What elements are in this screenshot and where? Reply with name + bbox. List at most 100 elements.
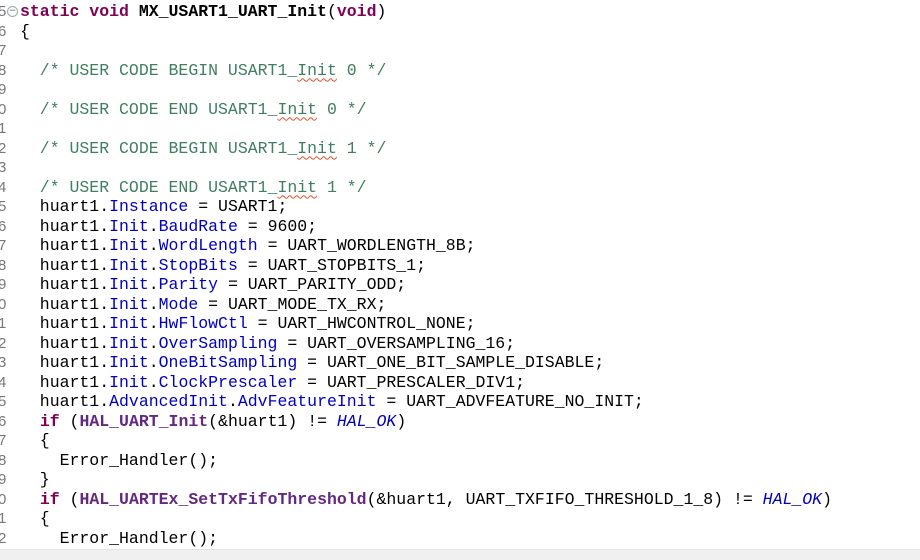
line-number: 4 bbox=[0, 178, 7, 196]
code-line[interactable]: 0 huart1.Init.Mode = UART_MODE_TX_RX; bbox=[0, 295, 920, 315]
code-line[interactable]: 9 huart1.Init.Parity = UART_PARITY_ODD; bbox=[0, 275, 920, 295]
code-line[interactable]: 3 bbox=[0, 158, 920, 178]
code-content: huart1.AdvancedInit.AdvFeatureInit = UAR… bbox=[20, 392, 644, 412]
code-line[interactable]: 4 /* USER CODE END USART1_Init 1 */ bbox=[0, 178, 920, 198]
code-text: = UART_ONE_BIT_SAMPLE_DISABLE; bbox=[297, 353, 605, 372]
line-number: 7 bbox=[0, 42, 7, 59]
code-line[interactable]: 8 Error_Handler(); bbox=[0, 451, 920, 471]
field-name: HwFlowCtl bbox=[158, 314, 248, 333]
code-text: { bbox=[20, 509, 50, 528]
code-text: = UART_STOPBITS_1; bbox=[237, 255, 426, 275]
field-name: ClockPrescaler bbox=[158, 372, 298, 392]
code-text: (&huart1, UART_TXFIFO_THRESHOLD_1_8) != bbox=[366, 489, 763, 509]
field-name: OverSampling bbox=[158, 333, 278, 353]
code-content: huart1.Init.OneBitSampling = UART_ONE_BI… bbox=[20, 353, 604, 373]
line-number: 0 bbox=[0, 295, 7, 313]
code-line[interactable]: 6{ bbox=[0, 22, 920, 42]
line-number: 8 bbox=[0, 61, 7, 79]
code-line[interactable]: 5 huart1.AdvancedInit.AdvFeatureInit = U… bbox=[0, 392, 920, 412]
field-name: Init bbox=[109, 236, 149, 255]
field-name: Init bbox=[109, 372, 149, 392]
horizontal-scrollbar[interactable] bbox=[0, 549, 920, 560]
code-text: . bbox=[148, 255, 159, 275]
fold-collapse-icon[interactable]: − bbox=[7, 6, 18, 17]
code-content: { bbox=[20, 509, 50, 529]
comment: 0 */ bbox=[336, 60, 387, 80]
code-line[interactable]: 6 if (HAL_UART_Init(&huart1) != HAL_OK) bbox=[0, 412, 920, 432]
code-line[interactable]: 2 Error_Handler(); bbox=[0, 529, 920, 549]
code-text: = UART_HWCONTROL_NONE; bbox=[247, 314, 476, 333]
code-line[interactable]: 8 huart1.Init.StopBits = UART_STOPBITS_1… bbox=[0, 256, 920, 276]
code-text: huart1. bbox=[20, 216, 110, 236]
code-line[interactable]: 2 /* USER CODE BEGIN USART1_Init 1 */ bbox=[0, 139, 920, 159]
code-content: Error_Handler(); bbox=[20, 451, 218, 471]
code-text: . bbox=[148, 314, 159, 333]
line-number: 0 bbox=[0, 490, 7, 508]
code-text: . bbox=[227, 392, 238, 411]
line-number: 4 bbox=[0, 373, 7, 391]
constant: HAL_OK bbox=[762, 489, 823, 509]
code-text: = UART_PARITY_ODD; bbox=[218, 275, 407, 294]
code-text: = USART1; bbox=[188, 197, 288, 216]
code-line[interactable]: 9 bbox=[0, 80, 920, 100]
code-line[interactable]: 6 huart1.Init.BaudRate = 9600; bbox=[0, 217, 920, 237]
line-number: 1 bbox=[0, 315, 7, 332]
code-text: = UART_WORDLENGTH_8B; bbox=[257, 236, 476, 255]
line-number: 0 bbox=[0, 100, 7, 118]
line-number: 5 bbox=[0, 393, 7, 410]
line-number: 8 bbox=[0, 451, 7, 469]
code-line[interactable]: 2 huart1.Init.OverSampling = UART_OVERSA… bbox=[0, 334, 920, 354]
comment: 0 */ bbox=[317, 99, 367, 119]
code-text: } bbox=[20, 470, 50, 489]
code-line[interactable]: 5 huart1.Instance = USART1; bbox=[0, 197, 920, 217]
code-text: huart1. bbox=[20, 236, 110, 255]
code-content: /* USER CODE BEGIN USART1_Init 0 */ bbox=[20, 60, 387, 81]
line-number: 2 bbox=[0, 139, 7, 157]
line-number: 6 bbox=[0, 412, 7, 430]
code-content: huart1.Init.ClockPrescaler = UART_PRESCA… bbox=[20, 373, 525, 393]
misspelled-word: Init bbox=[297, 60, 337, 80]
comment: /* USER CODE BEGIN USART1_ bbox=[20, 60, 298, 80]
code-line[interactable]: 8 /* USER CODE BEGIN USART1_Init 0 */ bbox=[0, 61, 920, 81]
comment: /* USER CODE END USART1_ bbox=[20, 99, 278, 119]
code-text: . bbox=[148, 294, 159, 314]
comment: /* USER CODE BEGIN USART1_ bbox=[20, 138, 298, 158]
field-name: OneBitSampling bbox=[158, 353, 298, 372]
line-number: 5 bbox=[0, 3, 7, 20]
line-number: 1 bbox=[0, 120, 7, 137]
code-line[interactable]: 9 } bbox=[0, 470, 920, 490]
code-line[interactable]: 0 if (HAL_UARTEx_SetTxFifoThreshold(&hua… bbox=[0, 490, 920, 510]
code-line[interactable]: 5−static void MX_USART1_UART_Init(void) bbox=[0, 2, 920, 22]
code-line[interactable]: 4 huart1.Init.ClockPrescaler = UART_PRES… bbox=[0, 373, 920, 393]
code-content: huart1.Init.OverSampling = UART_OVERSAMP… bbox=[20, 334, 515, 354]
code-content: if (HAL_UARTEx_SetTxFifoThreshold(&huart… bbox=[20, 490, 832, 510]
code-text: ) bbox=[396, 411, 407, 431]
comment: /* USER CODE END USART1_ bbox=[20, 177, 278, 197]
function-name: HAL_UARTEx_SetTxFifoThreshold bbox=[79, 489, 367, 509]
code-line[interactable]: 1 bbox=[0, 119, 920, 139]
code-text: huart1. bbox=[20, 333, 110, 353]
keyword: void bbox=[336, 2, 377, 21]
code-text: ( bbox=[59, 411, 80, 431]
code-line[interactable]: 7 huart1.Init.WordLength = UART_WORDLENG… bbox=[0, 236, 920, 256]
line-number: 5 bbox=[0, 198, 7, 215]
code-line[interactable]: 1 huart1.Init.HwFlowCtl = UART_HWCONTROL… bbox=[0, 314, 920, 334]
field-name: Mode bbox=[158, 294, 199, 314]
field-name: WordLength bbox=[158, 236, 258, 255]
code-text: Error_Handler(); bbox=[20, 450, 219, 470]
line-number: 9 bbox=[0, 81, 7, 98]
code-content: huart1.Init.Mode = UART_MODE_TX_RX; bbox=[20, 294, 387, 315]
code-line[interactable]: 7 bbox=[0, 41, 920, 61]
code-text bbox=[20, 412, 40, 431]
code-text: (&huart1) != bbox=[208, 411, 337, 431]
code-line[interactable]: 3 huart1.Init.OneBitSampling = UART_ONE_… bbox=[0, 353, 920, 373]
comment: 1 */ bbox=[336, 138, 387, 158]
line-number: 1 bbox=[0, 510, 7, 527]
code-text: ) bbox=[376, 2, 387, 21]
code-text: huart1. bbox=[20, 353, 110, 372]
code-line[interactable]: 7 { bbox=[0, 431, 920, 451]
code-line[interactable]: 1 { bbox=[0, 509, 920, 529]
misspelled-word: Init bbox=[297, 138, 337, 158]
code-line[interactable]: 0 /* USER CODE END USART1_Init 0 */ bbox=[0, 100, 920, 120]
